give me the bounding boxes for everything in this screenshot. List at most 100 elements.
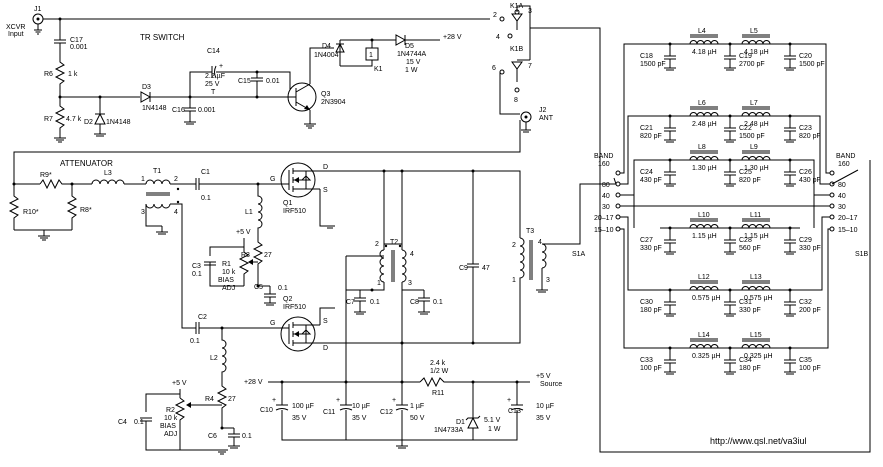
svg-text:8: 8 xyxy=(514,97,518,104)
filter-cap-left-value: 330 pF xyxy=(640,245,662,252)
svg-text:D: D xyxy=(323,345,328,352)
svg-text:2: 2 xyxy=(174,176,178,183)
filter-inductor-b xyxy=(741,286,771,291)
svg-text:1N4148: 1N4148 xyxy=(106,119,131,126)
svg-text:1/2 W: 1/2 W xyxy=(430,368,449,375)
svg-text:2: 2 xyxy=(493,12,497,19)
c4-capacitor: C4 0.1 xyxy=(118,393,222,451)
filter-cap-mid-ref: C22 xyxy=(739,125,752,132)
filter-inductor-a-value: 0.575 µH xyxy=(692,295,721,302)
c9-capacitor: C9 47 xyxy=(459,171,490,343)
svg-text:7: 7 xyxy=(528,63,532,70)
filter-cap-mid-ref: C31 xyxy=(739,299,752,306)
svg-text:0.1: 0.1 xyxy=(201,195,211,202)
svg-text:0.01: 0.01 xyxy=(266,78,280,85)
r3-resistor: R3 27 xyxy=(241,238,272,270)
filter-cap-mid-ref: C34 xyxy=(739,357,752,364)
c11-capacitor: + C11 10 µF 35 V xyxy=(323,382,370,422)
svg-text:D1: D1 xyxy=(456,419,465,426)
filter-inductor-b-value: 1.30 µH xyxy=(744,165,769,172)
svg-text:L1: L1 xyxy=(245,209,253,216)
filter-inductor-a xyxy=(689,286,719,291)
c7-capacitor: C7 0.1 xyxy=(346,290,380,315)
filter-cap-right-value: 100 pF xyxy=(799,365,821,372)
svg-text:35 V: 35 V xyxy=(292,415,307,422)
svg-text:0.1: 0.1 xyxy=(370,299,380,306)
filter-cap-mid-value: 330 pF xyxy=(739,307,761,314)
filter-inductor-a xyxy=(689,344,719,349)
svg-text:Source: Source xyxy=(540,381,562,388)
filter-inductor-a xyxy=(689,156,719,161)
filter-inductor-b-ref: L9 xyxy=(750,144,758,151)
svg-text:IRF510: IRF510 xyxy=(283,304,306,311)
filter-cap-mid-ref: C19 xyxy=(739,53,752,60)
filter-cap-left-ref: C33 xyxy=(640,357,653,364)
filter-cap-left-value: 820 pF xyxy=(640,133,662,140)
r1-potentiometer: +5 V R1 10 k BIAS ADJ xyxy=(218,229,258,292)
svg-text:C5: C5 xyxy=(254,284,263,291)
q2-mosfet: G S D Q2 IRF510 xyxy=(270,296,328,352)
s1b-switch[interactable]: BAND 160 80 40 30 20–17 15–10 S1B xyxy=(829,153,869,258)
filter-inductor-b xyxy=(741,112,771,117)
svg-text:L3: L3 xyxy=(104,170,112,177)
l2-inductor: L2 xyxy=(210,328,227,382)
filter-inductor-a-ref: L12 xyxy=(698,274,710,281)
svg-text:30: 30 xyxy=(602,204,610,211)
svg-text:+: + xyxy=(336,397,340,404)
t2-transformer: T2 2 1 4 3 xyxy=(375,239,414,287)
svg-text:C11: C11 xyxy=(323,409,335,416)
svg-text:4: 4 xyxy=(174,209,178,216)
svg-text:160: 160 xyxy=(838,161,850,168)
svg-text:C14: C14 xyxy=(207,48,220,55)
svg-text:3: 3 xyxy=(408,280,412,287)
filter-inductor-b-ref: L15 xyxy=(750,332,762,339)
svg-text:0.1: 0.1 xyxy=(278,285,288,292)
svg-text:1 W: 1 W xyxy=(405,67,418,74)
filter-inductor-b-value: 1.15 µH xyxy=(744,233,769,240)
svg-text:R7: R7 xyxy=(44,116,53,123)
c2-capacitor: C2 0.1 xyxy=(190,314,207,345)
filter-cap-right-ref: C26 xyxy=(799,169,812,176)
svg-text:ANT: ANT xyxy=(539,115,554,122)
svg-text:C9: C9 xyxy=(459,265,468,272)
j2-connector: J2 ANT xyxy=(520,107,554,133)
filter-inductor-b-ref: L5 xyxy=(750,28,758,35)
svg-text:4: 4 xyxy=(538,239,542,246)
filter-cap-right-value: 330 pF xyxy=(799,245,821,252)
svg-text:C3: C3 xyxy=(192,263,201,270)
svg-text:C17: C17 xyxy=(70,37,83,44)
filter-inductor-b-value: 0.325 µH xyxy=(744,353,773,360)
svg-text:+: + xyxy=(272,397,276,404)
svg-text:R8*: R8* xyxy=(80,207,92,214)
svg-text:R2: R2 xyxy=(166,407,175,414)
svg-text:1 µF: 1 µF xyxy=(410,403,424,410)
filter-inductor-b-value: 0.575 µH xyxy=(744,295,773,302)
svg-text:47: 47 xyxy=(482,265,490,272)
svg-text:+28 V: +28 V xyxy=(443,34,462,41)
filter-cap-left-ref: C30 xyxy=(640,299,653,306)
filter-cap-left-value: 1500 pF xyxy=(640,61,666,68)
filter-cap-left-ref: C21 xyxy=(640,125,653,132)
s1a-switch[interactable]: BAND 160 80 40 30 20–17 15–10 xyxy=(594,153,621,234)
svg-text:20–17: 20–17 xyxy=(594,215,614,222)
svg-text:C4: C4 xyxy=(118,419,127,426)
svg-text:4.7 k: 4.7 k xyxy=(66,116,82,123)
svg-text:1N4733A: 1N4733A xyxy=(434,427,464,434)
filter-cap-mid-value: 2700 pF xyxy=(739,61,765,68)
filter-cap-left-ref: C27 xyxy=(640,237,653,244)
svg-text:1: 1 xyxy=(369,52,373,59)
c13-capacitor: + C13 10 µF 35 V xyxy=(507,382,554,422)
svg-text:D3: D3 xyxy=(142,84,151,91)
svg-text:4: 4 xyxy=(496,34,500,41)
svg-text:BIAS: BIAS xyxy=(160,423,176,430)
svg-text:K1: K1 xyxy=(374,66,383,73)
svg-text:C10: C10 xyxy=(260,407,273,414)
filter-cap-mid-ref: C28 xyxy=(739,237,752,244)
filter-cap-mid-value: 180 pF xyxy=(739,365,761,372)
q3-transistor: Q3 2N3904 xyxy=(284,70,346,129)
svg-text:C15: C15 xyxy=(238,78,251,85)
svg-text:1 k: 1 k xyxy=(68,71,78,78)
svg-text:C7: C7 xyxy=(346,299,355,306)
svg-text:C2: C2 xyxy=(198,314,207,321)
